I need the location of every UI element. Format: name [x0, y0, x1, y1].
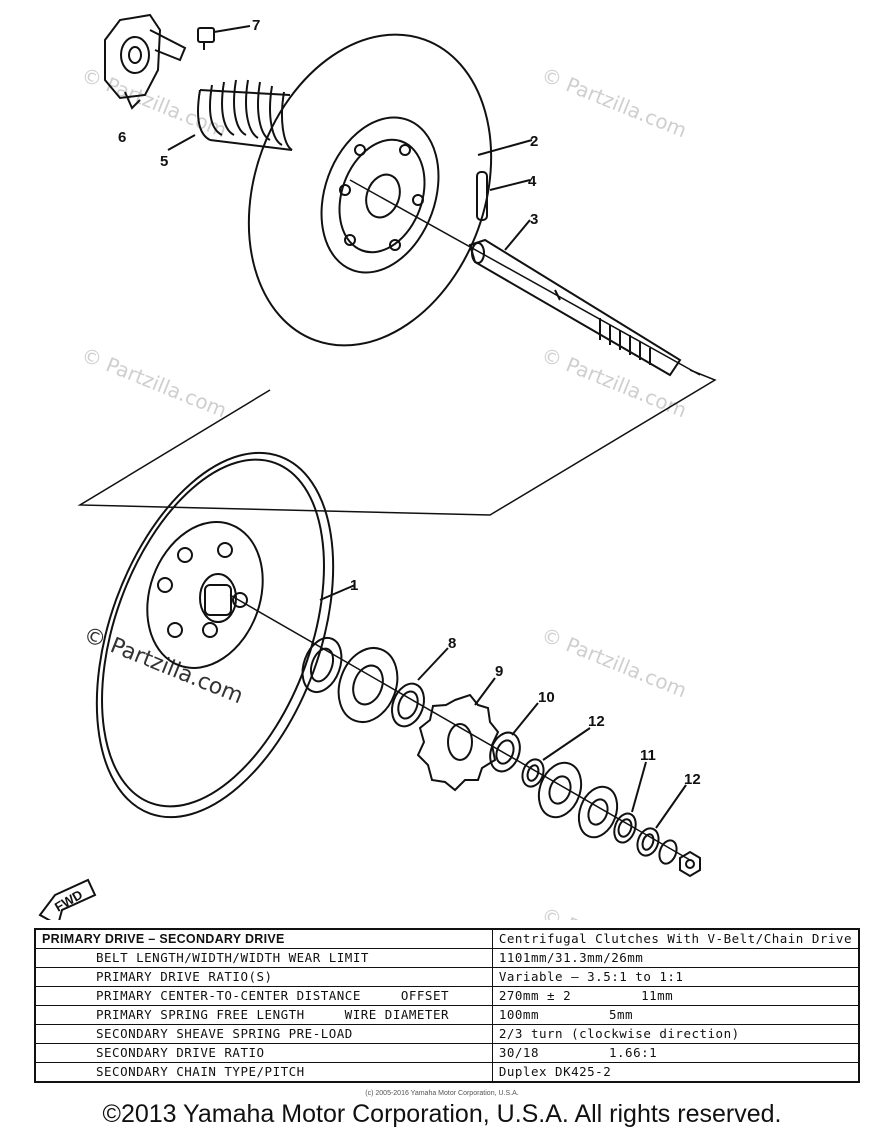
- row-label: PRIMARY CENTER-TO-CENTER DISTANCE: [96, 988, 361, 1003]
- part-10-collar: [489, 702, 539, 773]
- part-nut: [679, 850, 701, 878]
- part-3-shaft: [468, 219, 682, 377]
- row-value: 1101mm/31.3mm/26mm: [498, 950, 644, 965]
- callout-12b: 12: [684, 771, 701, 788]
- table-row: BELT LENGTH/WIDTH/WIDTH WEAR LIMIT 1101m…: [34, 948, 860, 968]
- row-label: PRIMARY SPRING FREE LENGTH: [96, 1007, 305, 1022]
- watermark: © Partzilla.com: [78, 342, 230, 422]
- row-label: SECONDARY CHAIN TYPE/PITCH: [96, 1064, 305, 1079]
- table-row: SECONDARY DRIVE RATIO 30/18 1.66:1: [34, 1043, 860, 1063]
- mini-credit: (c) 2005-2016 Yamaha Motor Corporation, …: [365, 1090, 519, 1097]
- row-label: SECONDARY DRIVE RATIO: [96, 1045, 265, 1060]
- row-value-2: 11mm: [641, 988, 674, 1003]
- table-row: SECONDARY SHEAVE SPRING PRE-LOAD 2/3 tur…: [34, 1024, 860, 1044]
- header-value: Centrifugal Clutches With V-Belt/Chain D…: [491, 928, 860, 949]
- callout-12a: 12: [588, 713, 605, 730]
- callout-7: 7: [252, 17, 260, 34]
- callout-1: 1: [350, 577, 358, 594]
- row-label: SECONDARY SHEAVE SPRING PRE-LOAD: [96, 1026, 353, 1041]
- part-8-collar: [391, 647, 449, 728]
- part-seal-b: [577, 785, 619, 839]
- copyright-notice: ©2013 Yamaha Motor Corporation, U.S.A. A…: [102, 1100, 782, 1128]
- exploded-parts-diagram: © Partzilla.com © Partzilla.com © Partzi…: [38, 13, 717, 920]
- watermark: © Partzilla.com: [78, 62, 230, 142]
- part-4-pin: [476, 171, 531, 221]
- callout-labels: 7 6 5 2 4 3 1 8 9 10 12 11 12 FWD: [52, 17, 701, 915]
- callout-2: 2: [530, 133, 538, 150]
- row-label: BELT LENGTH/WIDTH/WIDTH WEAR LIMIT: [96, 950, 369, 965]
- row-value-2: 5mm: [609, 1007, 634, 1022]
- row-label: PRIMARY DRIVE RATIO(S): [96, 969, 273, 984]
- header-label: PRIMARY DRIVE – SECONDARY DRIVE: [34, 928, 493, 949]
- table-header-row: PRIMARY DRIVE – SECONDARY DRIVE Centrifu…: [34, 928, 860, 949]
- callout-6: 6: [118, 129, 126, 146]
- spec-table: PRIMARY DRIVE – SECONDARY DRIVE Centrifu…: [34, 928, 860, 1083]
- row-sublabel: OFFSET: [400, 988, 450, 1003]
- part-5-spring: [167, 79, 293, 151]
- part-12-washer-a: [521, 727, 591, 788]
- row-value: Duplex DK425-2: [498, 1064, 612, 1079]
- callout-10: 10: [538, 689, 555, 706]
- part-6-cap-bracket: [104, 13, 187, 110]
- fwd-label: FWD: [52, 887, 85, 915]
- row-value: 2/3 turn (clockwise direction): [498, 1026, 740, 1041]
- fwd-arrow-icon: [38, 878, 97, 920]
- row-value: 270mm ± 2: [498, 988, 572, 1003]
- watermark: © Partzilla.com: [538, 622, 690, 702]
- part-12-washer-b: [636, 784, 687, 857]
- callout-8: 8: [448, 635, 456, 652]
- row-value-2: 1.66:1: [609, 1045, 658, 1060]
- callout-4: 4: [528, 173, 537, 190]
- assembly-guide-lines: [77, 179, 717, 861]
- part-7-fitting: [197, 25, 251, 50]
- table-row: SECONDARY CHAIN TYPE/PITCH Duplex DK425-…: [34, 1062, 860, 1083]
- part-bearing-b: [537, 761, 583, 819]
- part-bearing: [337, 647, 399, 723]
- callout-9: 9: [495, 663, 503, 680]
- row-value: Variable – 3.5:1 to 1:1: [498, 969, 684, 984]
- row-sublabel: WIRE DIAMETER: [344, 1007, 450, 1022]
- watermarks: © Partzilla.com © Partzilla.com © Partzi…: [78, 62, 690, 920]
- part-11-ring: [613, 761, 647, 844]
- table-row: PRIMARY DRIVE RATIO(S) Variable – 3.5:1 …: [34, 967, 860, 987]
- callout-5: 5: [160, 153, 168, 170]
- watermark: © Partzilla.com: [538, 342, 690, 422]
- part-seal: [301, 636, 343, 694]
- part-9-sprocket: [416, 677, 500, 792]
- callout-11: 11: [640, 747, 656, 764]
- row-value: 30/18: [498, 1045, 539, 1060]
- part-2-secondary-sheave: [247, 33, 533, 347]
- row-value: 100mm: [498, 1007, 539, 1022]
- part-lock-washer: [658, 839, 678, 865]
- watermark: © Partzilla.com: [538, 902, 690, 920]
- watermark: © Partzilla.com: [538, 62, 690, 142]
- part-1-primary-sheave: [95, 451, 356, 819]
- callout-3: 3: [530, 211, 538, 228]
